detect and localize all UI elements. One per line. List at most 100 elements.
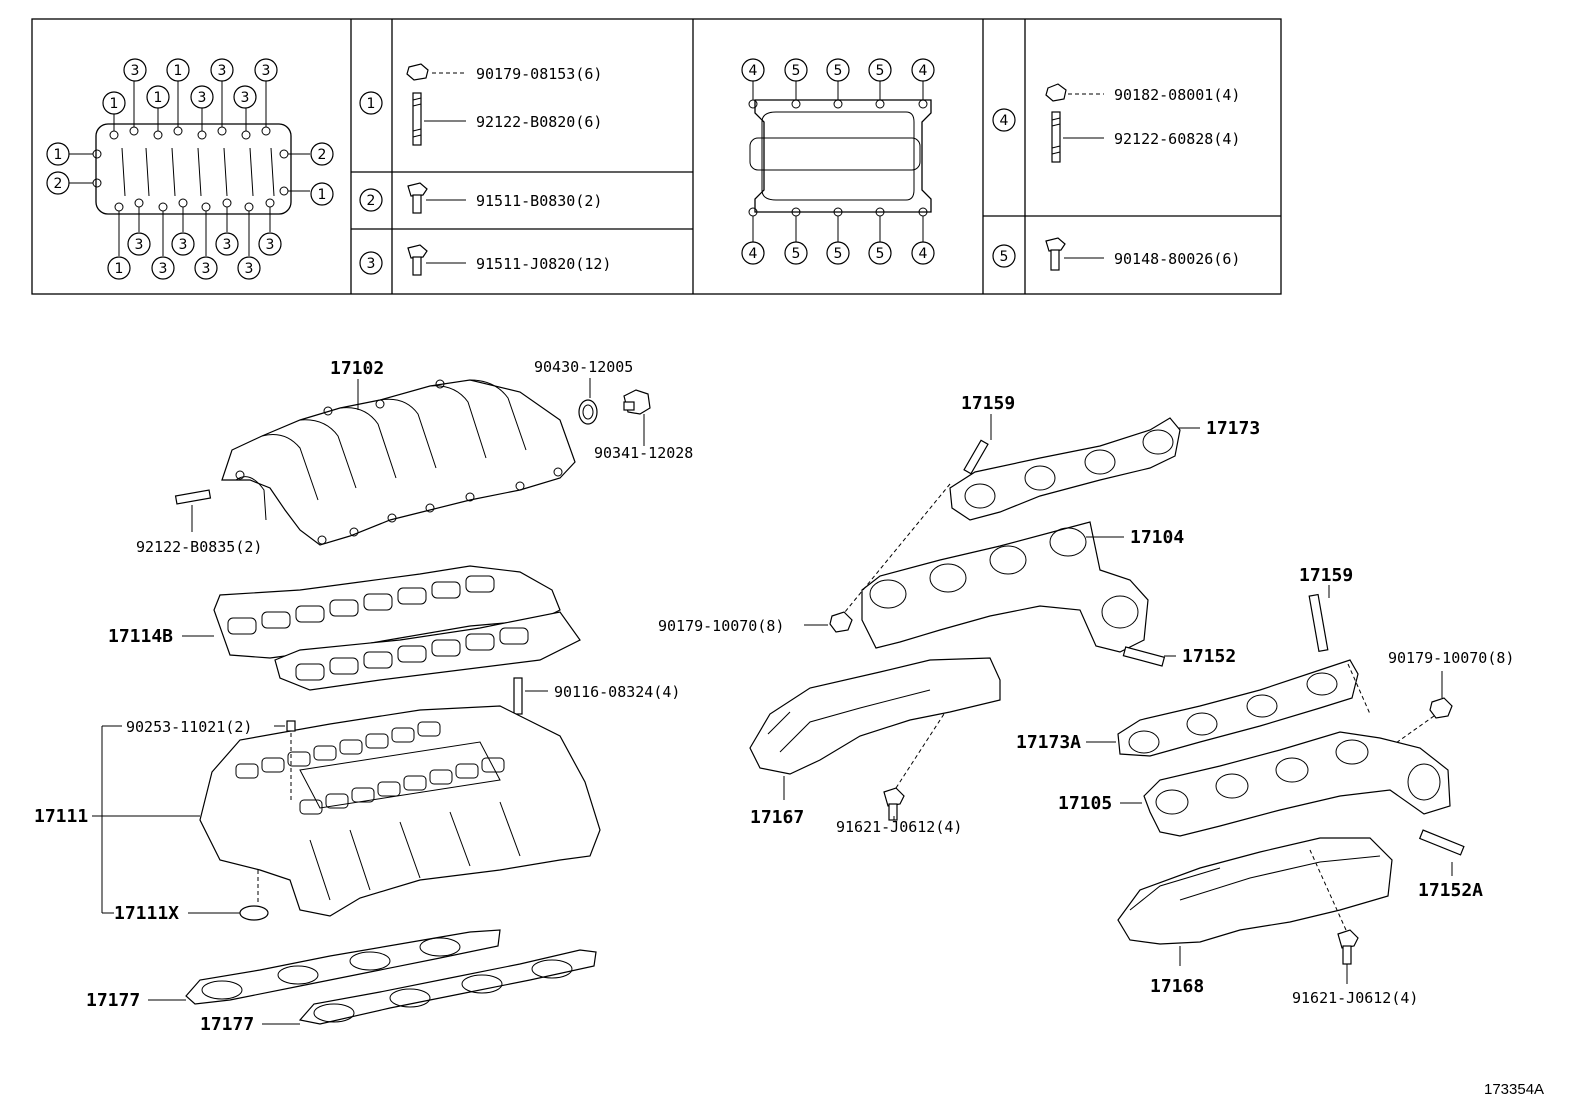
gasket-ring-90430 — [578, 399, 598, 425]
stud-icon — [1051, 111, 1061, 163]
exhaust-bolt-pattern: 4 5 5 5 4 4 5 5 5 4 — [741, 58, 935, 265]
stud-icon — [412, 92, 422, 146]
svg-text:1: 1 — [54, 147, 63, 163]
heat-insulator-17168 — [1117, 837, 1393, 945]
intake-gasket-17114b — [213, 565, 581, 691]
svg-text:17111X: 17111X — [114, 903, 179, 924]
svg-text:17159: 17159 — [961, 393, 1015, 414]
svg-text:17177: 17177 — [200, 1014, 254, 1035]
svg-text:5: 5 — [876, 63, 885, 79]
svg-text:17105: 17105 — [1058, 793, 1112, 814]
svg-text:90253-11021(2): 90253-11021(2) — [126, 718, 252, 736]
svg-text:3: 3 — [262, 63, 271, 79]
svg-text:91511-J0820(12): 91511-J0820(12) — [476, 255, 611, 273]
svg-text:3: 3 — [198, 90, 207, 106]
svg-text:3: 3 — [241, 90, 250, 106]
bolt-icon — [407, 182, 428, 214]
exhaust-gasket-17173 — [949, 417, 1181, 521]
intake-callout-circles: 3 1 3 3 1 1 3 3 1 2 2 1 3 3 3 3 1 3 3 3 — [46, 58, 334, 280]
svg-text:5: 5 — [792, 63, 801, 79]
svg-text:17173A: 17173A — [1016, 732, 1081, 753]
svg-text:90179-10070(8): 90179-10070(8) — [658, 617, 784, 635]
svg-text:90430-12005: 90430-12005 — [534, 358, 633, 376]
svg-text:17152: 17152 — [1182, 646, 1236, 667]
svg-text:5: 5 — [834, 63, 843, 79]
nut-90179-a — [829, 611, 853, 633]
svg-text:91511-B0830(2): 91511-B0830(2) — [476, 192, 602, 210]
svg-text:1: 1 — [115, 261, 124, 277]
svg-text:3: 3 — [179, 237, 188, 253]
svg-text:92122-B0820(6): 92122-B0820(6) — [476, 113, 602, 131]
bolt-91621-b — [1337, 929, 1359, 965]
bolt-icon — [1045, 237, 1066, 271]
svg-text:3: 3 — [266, 237, 275, 253]
svg-text:90179-10070(8): 90179-10070(8) — [1388, 649, 1514, 667]
exhaust-manifold-17105 — [1143, 731, 1451, 837]
legend-row-4: 4 90182-08001(4) 92122-60828(4) — [992, 83, 1240, 163]
stud-92122-b0835 — [174, 489, 212, 505]
legend-row-2: 2 91511-B0830(2) — [359, 182, 602, 214]
svg-text:4: 4 — [749, 246, 758, 262]
svg-text:3: 3 — [159, 261, 168, 277]
exhaust-manifold-17104 — [861, 521, 1149, 653]
svg-text:4: 4 — [919, 63, 928, 79]
svg-text:2: 2 — [367, 193, 376, 209]
svg-text:90182-08001(4): 90182-08001(4) — [1114, 86, 1240, 104]
svg-text:3: 3 — [223, 237, 232, 253]
svg-text:92122-B0835(2): 92122-B0835(2) — [136, 538, 262, 556]
plug-17111x — [239, 905, 269, 921]
svg-text:5: 5 — [834, 246, 843, 262]
intake-port-gasket-17177-b — [298, 949, 597, 1025]
svg-text:5: 5 — [1000, 249, 1009, 265]
nut-icon — [1045, 83, 1067, 102]
exhaust-callout-circles: 4 5 5 5 4 4 5 5 5 4 — [741, 58, 935, 265]
svg-text:17104: 17104 — [1130, 527, 1184, 548]
stud-17152a — [1418, 829, 1465, 856]
svg-text:17102: 17102 — [330, 358, 384, 379]
plug-90341 — [623, 389, 651, 415]
bolt-91621-a — [883, 787, 905, 821]
svg-text:3: 3 — [367, 256, 376, 272]
svg-text:4: 4 — [749, 63, 758, 79]
stud-17152 — [1122, 646, 1166, 667]
legend-row-5: 5 90148-80026(6) — [992, 237, 1240, 271]
svg-text:5: 5 — [876, 246, 885, 262]
svg-text:91621-J0612(4): 91621-J0612(4) — [836, 818, 962, 836]
bolt-icon — [407, 244, 428, 276]
svg-text:90179-08153(6): 90179-08153(6) — [476, 65, 602, 83]
svg-text:17173: 17173 — [1206, 418, 1260, 439]
svg-text:17152A: 17152A — [1418, 880, 1483, 901]
intake-port-gasket-17177-a — [185, 929, 501, 1005]
figure-reference: 173354A — [1484, 1081, 1544, 1098]
nut-90179-b — [1429, 697, 1453, 719]
svg-text:17111: 17111 — [34, 806, 88, 827]
svg-text:17167: 17167 — [750, 807, 804, 828]
svg-text:3: 3 — [131, 63, 140, 79]
svg-text:17177: 17177 — [86, 990, 140, 1011]
svg-text:1: 1 — [367, 96, 376, 112]
svg-text:3: 3 — [245, 261, 254, 277]
plug-90253 — [286, 720, 296, 732]
svg-text:92122-60828(4): 92122-60828(4) — [1114, 130, 1240, 148]
svg-text:1: 1 — [110, 96, 119, 112]
stud-90116 — [513, 677, 523, 715]
svg-text:4: 4 — [919, 246, 928, 262]
svg-text:4: 4 — [1000, 113, 1009, 129]
legend-table: 3 1 3 3 1 1 3 3 1 2 2 1 3 3 3 3 1 3 3 3 — [31, 18, 1282, 295]
heat-insulator-17167 — [749, 657, 1001, 775]
exhaust-gasket-17173a — [1117, 659, 1359, 757]
svg-text:3: 3 — [135, 237, 144, 253]
svg-text:5: 5 — [792, 246, 801, 262]
stud-17159-b — [1308, 593, 1329, 652]
svg-text:3: 3 — [202, 261, 211, 277]
svg-text:17159: 17159 — [1299, 565, 1353, 586]
svg-text:3: 3 — [218, 63, 227, 79]
intake-bolt-pattern: 3 1 3 3 1 1 3 3 1 2 2 1 3 3 3 3 1 3 3 3 — [46, 58, 334, 280]
svg-text:90148-80026(6): 90148-80026(6) — [1114, 250, 1240, 268]
svg-text:90116-08324(4): 90116-08324(4) — [554, 683, 680, 701]
svg-text:1: 1 — [154, 90, 163, 106]
svg-text:2: 2 — [318, 147, 327, 163]
svg-text:91621-J0612(4): 91621-J0612(4) — [1292, 989, 1418, 1007]
lower-intake-manifold-17111 — [199, 705, 601, 917]
